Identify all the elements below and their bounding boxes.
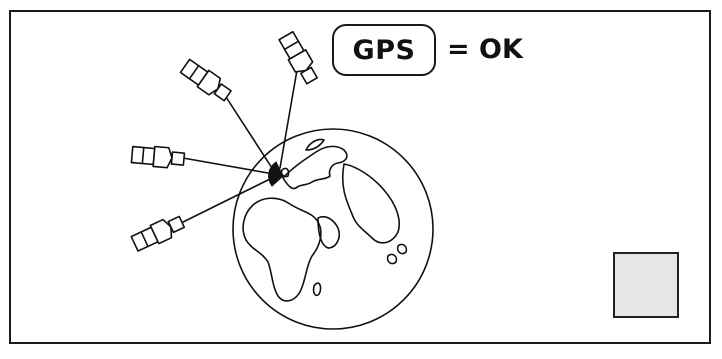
- continent-europe: [283, 146, 347, 188]
- continent-asia: [343, 164, 400, 243]
- status-square: [613, 252, 679, 318]
- gps-badge: GPS: [332, 24, 436, 76]
- signal-line-upper-left: [226, 97, 272, 168]
- satellite-icon: [131, 145, 185, 169]
- satellite-icon: [277, 31, 320, 86]
- island-madagascar: [314, 283, 321, 295]
- island-east-1: [398, 244, 407, 253]
- satellite-icon: [130, 213, 186, 253]
- gps-badge-label: GPS: [353, 35, 416, 66]
- signal-line-top: [280, 70, 297, 168]
- satellite-icon: [179, 58, 233, 104]
- continent-africa: [243, 198, 321, 301]
- signal-line-lower-left: [175, 180, 268, 226]
- island-east-2: [388, 254, 397, 263]
- gps-status-text: = OK: [447, 34, 523, 65]
- earth-globe-icon: [233, 129, 433, 329]
